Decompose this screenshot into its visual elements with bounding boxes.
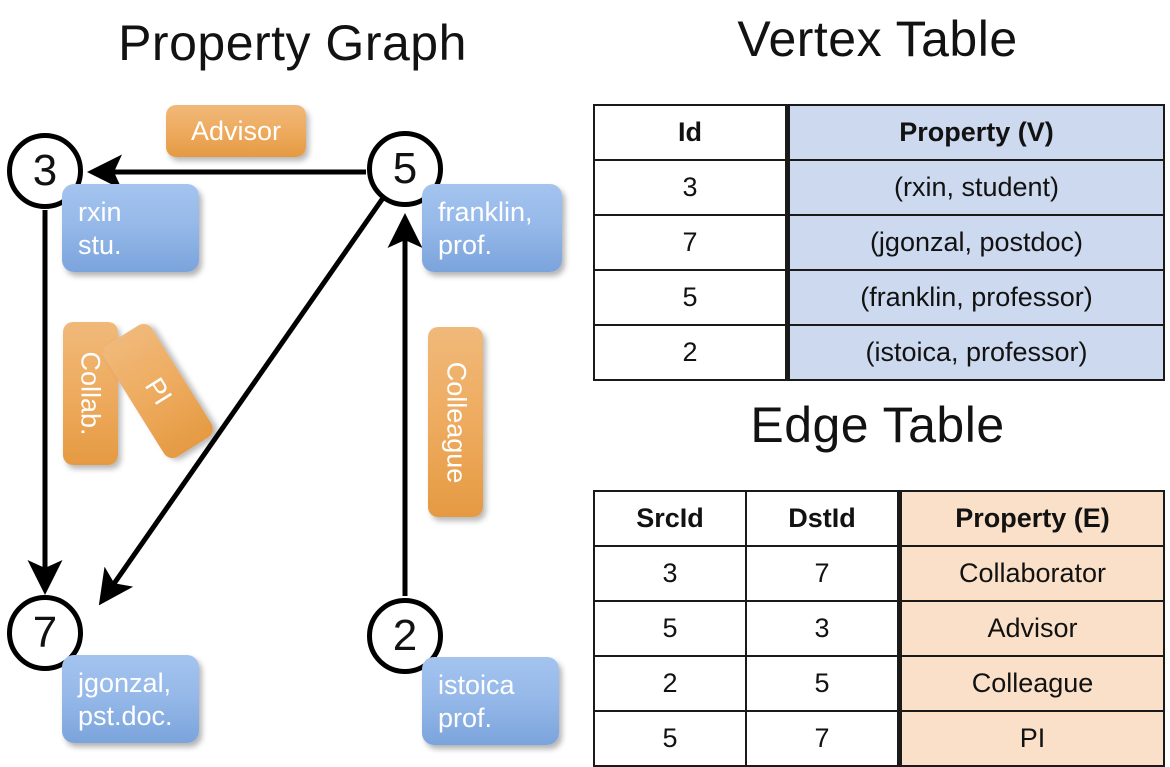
vertex-table-header-property: Property (V): [786, 104, 1165, 161]
page-title-vertex-table: Vertex Table: [737, 11, 1018, 67]
edge-table-header-srcid: SrcId: [593, 490, 747, 547]
page-title-edge-table: Edge Table: [750, 397, 1005, 453]
graph-node-3-id: 3: [32, 146, 58, 195]
property-graph-canvas: 3 5 7 2 rxin stu. franklin, prof. jgonza…: [0, 90, 585, 760]
table-row[interactable]: 3 (rxin, student): [593, 159, 1165, 216]
vertex-row-property: (franklin, professor): [786, 269, 1165, 326]
edge-row-dstid: 7: [745, 710, 902, 767]
edge-row-dstid: 5: [745, 655, 902, 712]
edge-table-header-dstid: DstId: [745, 490, 902, 547]
edge-row-dstid: 3: [745, 600, 902, 657]
node-property-box-3: rxin stu.: [62, 184, 199, 272]
node-property-box-7: jgonzal, pst.doc.: [62, 655, 199, 743]
vertex-table-header-id: Id: [593, 104, 790, 161]
edge-row-srcid: 5: [593, 710, 747, 767]
vertex-row-id: 2: [593, 324, 790, 381]
edge-row-property: Colleague: [898, 655, 1165, 712]
edge-row-property: Collaborator: [898, 545, 1165, 602]
edge-row-srcid: 5: [593, 600, 747, 657]
graph-node-5-id: 5: [392, 144, 418, 193]
edge-row-property: PI: [898, 710, 1165, 767]
edge-label-pi-text: PI: [138, 371, 178, 410]
table-row[interactable]: 7 (jgonzal, postdoc): [593, 214, 1165, 271]
edge-label-advisor: Advisor: [166, 105, 306, 157]
table-row[interactable]: 5 (franklin, professor): [593, 269, 1165, 326]
vertex-row-property: (jgonzal, postdoc): [786, 214, 1165, 271]
node-property-box-2: istoica prof.: [422, 657, 559, 745]
edge-row-srcid: 3: [593, 545, 747, 602]
graph-node-7-id: 7: [32, 608, 58, 657]
vertex-row-id: 5: [593, 269, 790, 326]
edge-row-property: Advisor: [898, 600, 1165, 657]
graph-node-5[interactable]: 5: [367, 131, 443, 207]
table-row[interactable]: 3 7 Collaborator: [593, 545, 1165, 602]
table-row[interactable]: 5 3 Advisor: [593, 600, 1165, 657]
vertex-row-property: (rxin, student): [786, 159, 1165, 216]
vertex-row-property: (istoica, professor): [786, 324, 1165, 381]
node-property-box-5: franklin, prof.: [422, 184, 562, 272]
vertex-table: Id Property (V) 3 (rxin, student) 7 (jgo…: [593, 104, 1165, 381]
edge-label-collab-text: Collab.: [76, 351, 107, 436]
edge-table-header-property: Property (E): [898, 490, 1165, 547]
table-row[interactable]: 2 (istoica, professor): [593, 324, 1165, 381]
edge-arrow-5-to-7: [98, 196, 386, 606]
edge-row-srcid: 2: [593, 655, 747, 712]
edge-label-advisor-text: Advisor: [190, 115, 282, 146]
vertex-table-header-row: Id Property (V): [593, 104, 1165, 161]
edge-row-dstid: 7: [745, 545, 902, 602]
graph-node-3[interactable]: 3: [7, 133, 83, 209]
table-row[interactable]: 2 5 Colleague: [593, 655, 1165, 712]
edge-label-colleague: Colleague: [428, 327, 483, 517]
page-title-property-graph: Property Graph: [118, 15, 467, 71]
edge-table-header-row: SrcId DstId Property (E): [593, 490, 1165, 547]
edge-table: SrcId DstId Property (E) 3 7 Collaborato…: [593, 490, 1165, 767]
graph-edges-svg: [27, 154, 423, 606]
edge-label-colleague-text: Colleague: [441, 361, 471, 483]
vertex-row-id: 7: [593, 214, 790, 271]
vertex-row-id: 3: [593, 159, 790, 216]
table-row[interactable]: 5 7 PI: [593, 710, 1165, 767]
graph-node-2-id: 2: [392, 611, 418, 660]
